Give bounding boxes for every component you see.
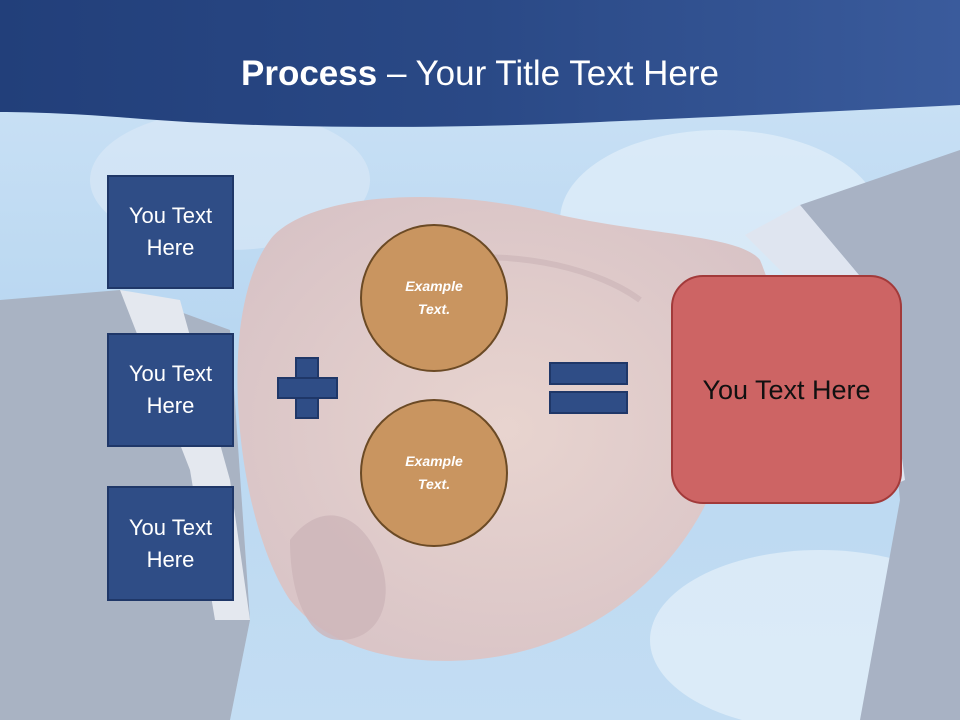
equals-icon-bottom-bar [549,391,628,414]
example-circle-1[interactable]: Example Text. [360,224,508,372]
title-rest: – Your Title Text Here [377,54,719,93]
result-box[interactable]: You Text Here [671,275,902,504]
title-bold: Process [241,54,378,93]
slide-title: Process – Your Title Text Here [0,52,960,96]
title-band [0,0,960,127]
example-circle-2[interactable]: Example Text. [360,399,508,547]
text-box-1[interactable]: You Text Here [107,175,234,289]
plus-icon-center [297,379,317,397]
equals-icon-top-bar [549,362,628,385]
text-box-3[interactable]: You Text Here [107,486,234,601]
text-box-2[interactable]: You Text Here [107,333,234,447]
